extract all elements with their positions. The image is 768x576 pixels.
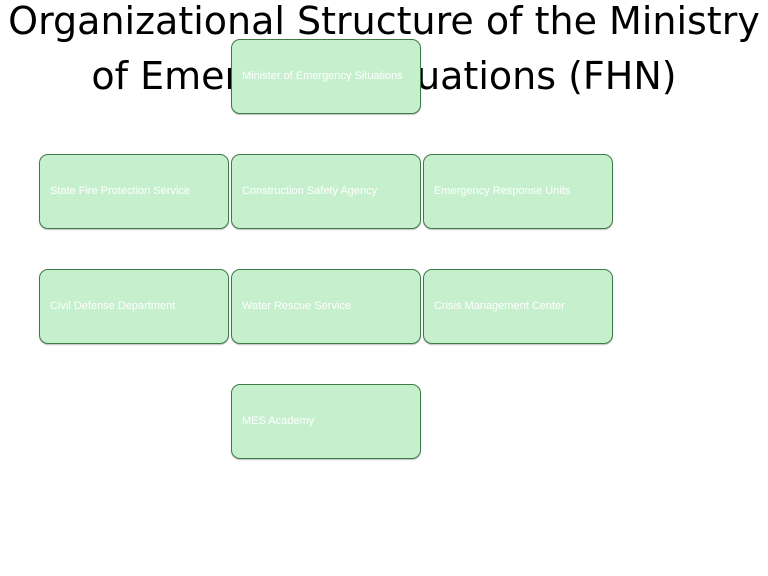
node-emergency-response: Emergency Response Units [423, 154, 613, 229]
node-crisis-management: Crisis Management Center [423, 269, 613, 344]
node-state-fire-protection: State Fire Protection Service [39, 154, 229, 229]
node-water-rescue: Water Rescue Service [231, 269, 421, 344]
node-mes-academy: MES Academy [231, 384, 421, 459]
node-minister: Minister of Emergency Situations [231, 39, 421, 114]
node-construction-safety: Construction Safety Agency [231, 154, 421, 229]
node-civil-defense: Civil Defense Department [39, 269, 229, 344]
